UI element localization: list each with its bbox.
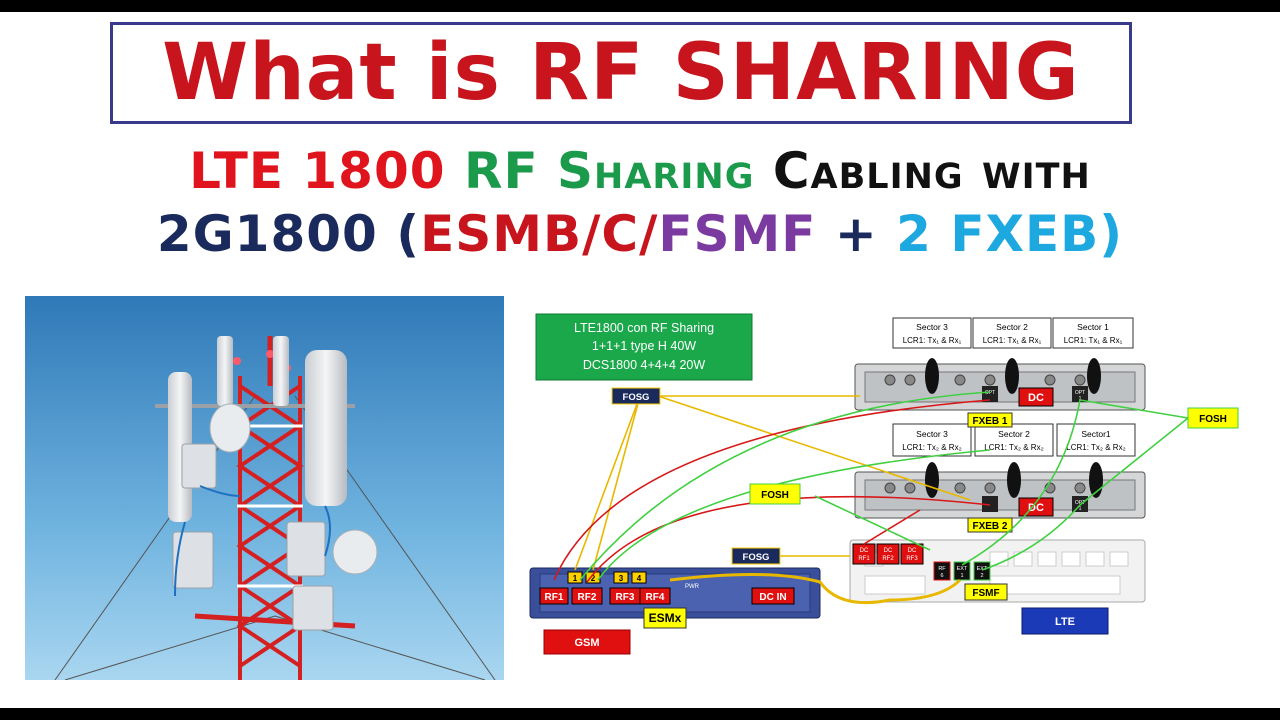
gsm-label: GSM	[574, 637, 599, 649]
subtitle-2g: 2G1800 (	[156, 205, 421, 263]
fsmf-rf6-bottom: 6	[940, 573, 943, 579]
sector-bot-1-detail: LCR1: Tx₂ & Rx₂	[1066, 443, 1125, 452]
config-line-3: DCS1800 4+4+4 20W	[583, 358, 706, 372]
fsmf-label: FSMF	[972, 588, 999, 599]
opt-top-left: OPT	[985, 390, 995, 396]
config-line-2: 1+1+1 type H 40W	[592, 339, 696, 353]
lte-label: LTE	[1055, 616, 1075, 628]
opt-top-right: OPT	[1075, 390, 1085, 396]
page-title: What is RF SHARING	[162, 28, 1080, 118]
subtitle-fxeb: 2 FXEB)	[896, 205, 1124, 263]
config-box: LTE1800 con RF Sharing 1+1+1 type H 40W …	[535, 313, 753, 381]
opt-top-right-num: 1	[1079, 396, 1082, 402]
sector-top-1-name: Sector 1	[1077, 322, 1109, 332]
fxeb1-unit: DC OPT OPT 1 FXEB 1	[854, 358, 1146, 428]
port-rf2: RF2	[578, 592, 597, 603]
subtitle-fsmf: FSMF	[658, 205, 835, 263]
sector-top-1-detail: LCR1: Tx₁ & Rx₁	[1064, 336, 1123, 345]
sector-top-3-detail: LCR1: Tx₁ & Rx₁	[903, 336, 962, 345]
port-dc-in: DC IN	[759, 592, 786, 603]
opt-bottom-right-num: 1	[1079, 506, 1082, 512]
cabling-diagram: LTE1800 con RF Sharing 1+1+1 type H 40W …	[529, 313, 1239, 655]
fosh-right-label: FOSH	[1199, 414, 1227, 425]
fsmf-ext2-bottom: 2	[980, 573, 983, 579]
pwr-label: PWR	[685, 584, 700, 590]
opt-bottom-right: OPT	[1075, 500, 1085, 506]
subtitle-line-1: LTE 1800 RF Sharing Cabling with	[0, 142, 1280, 200]
dc-top-label: DC	[1028, 392, 1044, 404]
cell-tower-photo	[25, 296, 504, 680]
esm-opt-3: 3	[619, 574, 624, 583]
subtitle-esmb: ESMB/C/	[420, 205, 659, 263]
lte-box	[1021, 607, 1109, 635]
esm-opt-4: 4	[637, 574, 642, 583]
sector-bot-2-detail: LCR1: Tx₂ & Rx₂	[984, 443, 1043, 452]
sector-top-2-detail: LCR1: Tx₁ & Rx₁	[983, 336, 1042, 345]
subtitle-line-2: 2G1800 (ESMB/C/FSMF + 2 FXEB)	[0, 205, 1280, 263]
subtitle-lte: LTE 1800	[189, 142, 464, 200]
dc-bottom-label: DC	[1028, 502, 1044, 514]
top-black-bar	[0, 0, 1280, 12]
fxeb2-label: FXEB 2	[972, 521, 1007, 532]
sector-bot-3-detail: LCR1: Tx₂ & Rx₂	[902, 443, 961, 452]
port-rf3: RF3	[616, 592, 635, 603]
config-line-1: LTE1800 con RF Sharing	[574, 321, 714, 335]
esmx-unit: 1 2 3 4 RF1 RF2 RF3 RF4 DC IN PWR ESMx	[529, 567, 821, 629]
title-box: What is RF SHARING	[110, 22, 1132, 124]
fsmf-dc3-bottom: RF3	[906, 556, 918, 562]
fosh-left-label: FOSH	[761, 490, 789, 501]
sector-top-3-name: Sector 3	[916, 322, 948, 332]
fsmf-rf6-top: RF	[938, 566, 946, 572]
fsmf-dc2-top: DC	[884, 548, 893, 554]
fsmf-ext1-bottom: 1	[960, 573, 963, 579]
fsmf-dc1-top: DC	[860, 548, 869, 554]
fxeb1-label: FXEB 1	[972, 416, 1007, 427]
gsm-box	[543, 629, 631, 655]
sector-top-2-name: Sector 2	[996, 322, 1028, 332]
fsmf-dc3-top: DC	[908, 548, 917, 554]
fosg-bottom-label: FOSG	[743, 552, 770, 563]
fsmf-unit: DC RF1 DC RF2 DC RF3 RF 6 EXT 1 EXT 2 FS…	[849, 539, 1146, 603]
fsmf-ext2-top: EXT	[977, 566, 988, 572]
fsmf-dc1-bottom: RF1	[858, 556, 870, 562]
sector-bot-3-name: Sector 3	[916, 429, 948, 439]
fosg-top-label: FOSG	[623, 392, 650, 403]
bottom-black-bar	[0, 708, 1280, 720]
sector-headers-top: Sector 3 LCR1: Tx₁ & Rx₁ Sector 2 LCR1: …	[892, 317, 1134, 349]
fsmf-dc2-bottom: RF2	[882, 556, 894, 562]
port-rf1: RF1	[545, 592, 564, 603]
subtitle-plus: +	[834, 205, 897, 263]
sector-bot-2-name: Sector 2	[998, 429, 1030, 439]
sector-bot-1-name: Sector1	[1081, 429, 1111, 439]
subtitle-cabling: Cabling with	[772, 142, 1091, 200]
port-rf4: RF4	[646, 592, 665, 603]
esmx-label: ESMx	[649, 611, 682, 625]
subtitle-rf-sharing: RF Sharing	[463, 142, 773, 200]
esm-opt-1: 1	[573, 574, 578, 583]
fsmf-ext1-top: EXT	[957, 566, 968, 572]
esm-opt-2: 2	[591, 574, 596, 583]
sector-headers-bottom: Sector 3 LCR1: Tx₂ & Rx₂ Sector 2 LCR1: …	[892, 423, 1136, 457]
